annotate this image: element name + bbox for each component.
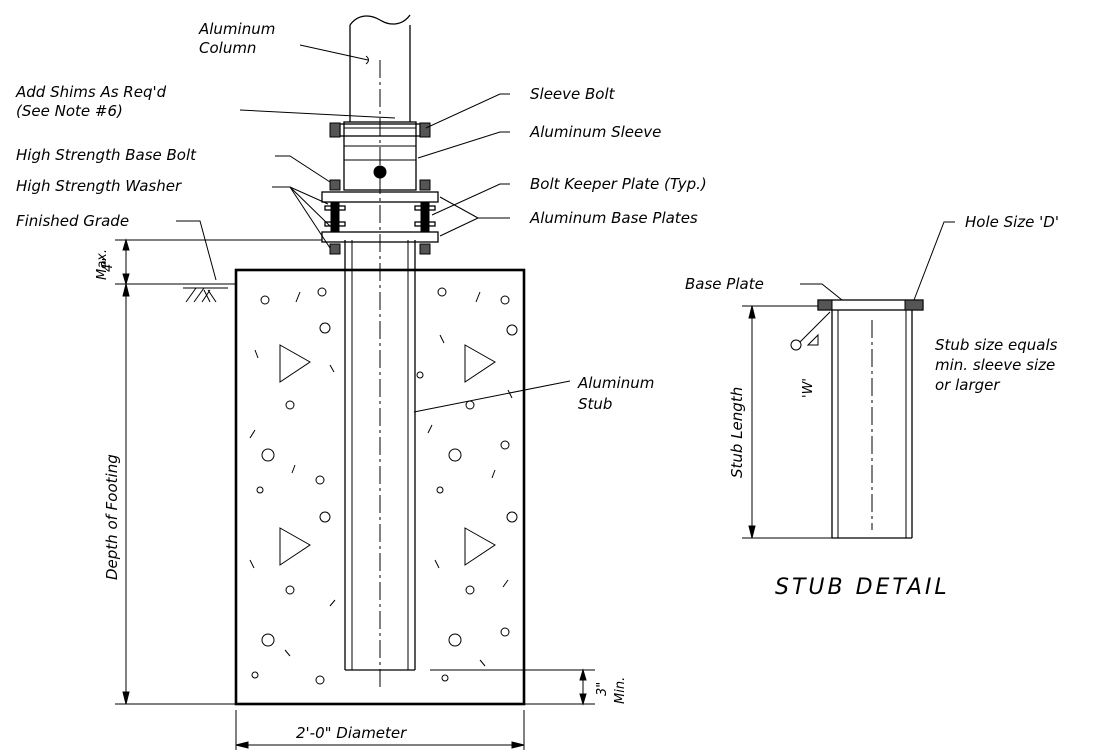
concrete-aggregate-left [249, 287, 336, 685]
label-add-shims-1: Add Shims As Req'd [15, 83, 167, 101]
aluminum-stub [344, 240, 416, 671]
stub-detail-title: STUB DETAIL [775, 575, 950, 600]
label-stub-length: Stub Length [728, 387, 746, 478]
label-min: Min. [613, 677, 628, 704]
label-sleeve-bolt: Sleeve Bolt [530, 85, 616, 103]
label-depth-of-footing: Depth of Footing [103, 454, 121, 580]
dim-4in-max [115, 238, 322, 286]
concrete-aggregate-right [416, 287, 518, 682]
label-high-strength-washer: High Strength Washer [16, 177, 182, 195]
leaders-right [413, 93, 571, 413]
aluminum-base-plates [321, 191, 439, 243]
label-diameter: 2'-0" Diameter [296, 724, 407, 742]
label-aluminum-sleeve: Aluminum Sleeve [529, 123, 661, 141]
label-aluminum-stub-1: Aluminum [577, 374, 654, 392]
high-strength-base-bolt [324, 179, 436, 255]
dim-3in-min [430, 668, 595, 706]
leaders-left [176, 44, 396, 281]
label-four-inch: 4" [101, 258, 116, 272]
label-stub-note-1: Stub size equals [935, 336, 1058, 354]
label-stub-note-3: or larger [935, 376, 1000, 394]
aluminum-column [349, 14, 411, 122]
sleeve-bolt-hole [373, 165, 387, 179]
dim-diameter [235, 710, 525, 750]
label-high-strength-base-bolt: High Strength Base Bolt [16, 146, 197, 164]
label-weld-w: 'W' [801, 378, 816, 398]
sleeve-bolt [329, 122, 431, 138]
label-bolt-keeper-plate: Bolt Keeper Plate (Typ.) [530, 175, 707, 193]
label-max: Max. [95, 249, 110, 280]
label-base-plate: Base Plate [685, 275, 764, 293]
label-finished-grade: Finished Grade [16, 212, 129, 230]
label-aluminum-column-1: Aluminum [198, 20, 275, 38]
stub-detail [742, 221, 955, 539]
label-aluminum-stub-2: Stub [578, 395, 612, 413]
aluminum-sleeve [339, 121, 421, 191]
label-aluminum-column-2: Column [199, 39, 256, 57]
label-hole-size: Hole Size 'D' [965, 213, 1059, 231]
label-add-shims-2: (See Note #6) [16, 102, 123, 120]
label-aluminum-base-plates: Aluminum Base Plates [529, 209, 698, 227]
label-three-inch: 3" [595, 682, 610, 696]
dim-depth-of-footing [115, 283, 236, 705]
finished-grade-symbol [183, 287, 228, 303]
label-stub-note-2: min. sleeve size [935, 356, 1055, 374]
